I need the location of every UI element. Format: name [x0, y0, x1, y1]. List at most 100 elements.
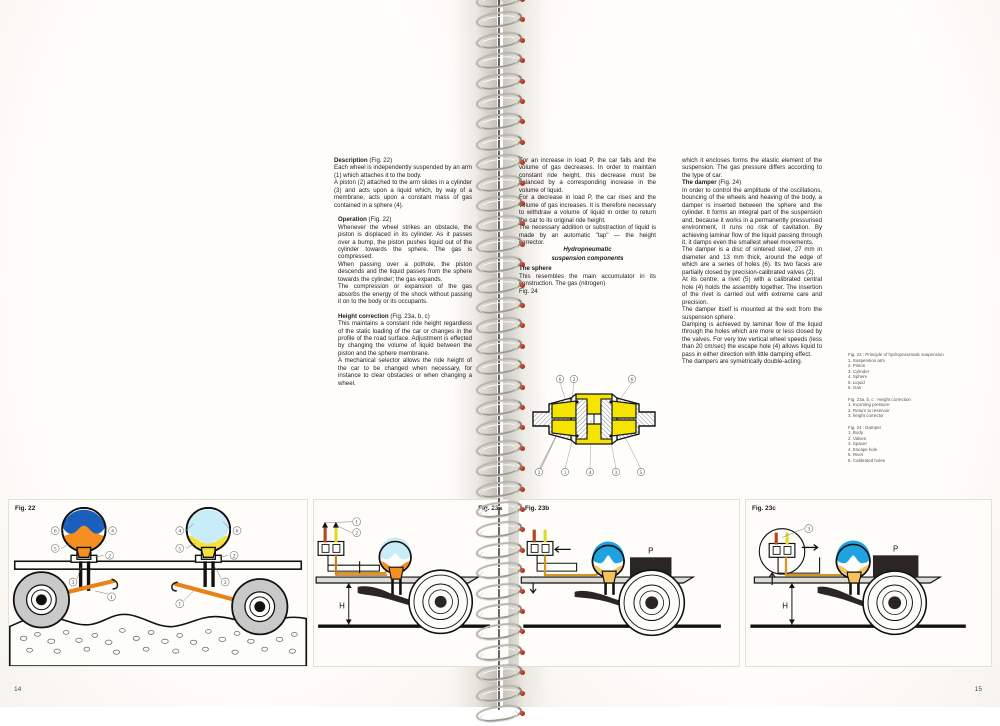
- binding-coil-ring: [474, 662, 530, 685]
- binding-coil-ring: [474, 172, 530, 196]
- callout-2b: 2: [538, 470, 541, 476]
- paragraph: At its centre, a rivet (5) with a calibr…: [682, 276, 822, 306]
- binding-coil-ring: [474, 9, 530, 32]
- callout-6: 6: [54, 529, 57, 535]
- heading-height-correction: Height correction (Fig. 23a, b, c): [338, 312, 430, 320]
- callout-2: 2: [573, 377, 576, 383]
- fig22-left-assembly: [12, 507, 119, 629]
- binding-coil-ring: [474, 193, 530, 216]
- paragraph: For an increase in load P, the car falls…: [519, 157, 656, 194]
- binding-coil-ring: [474, 621, 530, 644]
- heading-hydropneumatic: Hydropneumatic: [563, 246, 612, 254]
- page-number-right: 15: [974, 686, 982, 693]
- paragraph: In order to control the amplitude of the…: [682, 186, 822, 246]
- callout-4: 4: [111, 529, 114, 535]
- paragraph: The damper itself is mounted at the exit…: [682, 306, 822, 321]
- paragraph: Each wheel is independently suspended by…: [334, 164, 473, 179]
- legend-item: 6. Gas: [848, 385, 862, 390]
- paragraph: The necessary addition or substraction o…: [519, 224, 656, 246]
- paragraph: A piston (2) attached to the arm slides …: [334, 179, 472, 209]
- legend-title: Fig. 23a, b, c : Height correction: [848, 396, 911, 402]
- heading-description: Description (Fig. 22): [334, 157, 393, 164]
- height-marker-H: H: [782, 602, 788, 611]
- binding-coil-ring: [474, 376, 530, 400]
- callout-5: 5: [54, 546, 57, 552]
- figure-legend: Fig. 22 : Principle of hydropneumatic su…: [848, 352, 968, 469]
- paragraph: This maintains a constant ride height re…: [338, 320, 472, 357]
- paragraph: The damper is a disc of sintered steel, …: [682, 246, 822, 276]
- callout-3: 3: [615, 470, 618, 476]
- callout-5: 5: [640, 470, 643, 476]
- legend-item: 3. Spacer: [848, 441, 867, 446]
- fig24-label: Fig. 24: [519, 287, 538, 295]
- fig23c-title: Fig. 23c: [752, 505, 776, 512]
- fig22-right-assembly: [171, 507, 289, 636]
- binding-coil-ring: [474, 152, 530, 175]
- binding-coil-ring: [474, 356, 530, 379]
- binding-coil-ring: [474, 233, 530, 257]
- text-column-description: Description (Fig. 22) Each wheel is inde…: [334, 157, 472, 387]
- legend-item: 1. Suspension arm: [848, 357, 885, 363]
- paragraph: which it encloses forms the elastic elem…: [682, 157, 822, 179]
- binding-coil-ring: [474, 641, 530, 665]
- callout-2: 2: [108, 553, 111, 559]
- figure-23a-panel: Fig. 23a: [313, 499, 509, 667]
- callout-5b: 5: [178, 546, 181, 552]
- binding-coil-ring: [474, 397, 530, 420]
- callout-1: 1: [355, 520, 358, 526]
- binding-coil-ring: [474, 70, 530, 94]
- text-column-damper: which it encloses forms the elastic elem…: [682, 157, 822, 366]
- load-marker-P: P: [648, 546, 653, 555]
- fig23a-drawing: H 1 2: [315, 517, 491, 635]
- legend-group-fig22: Fig. 22 : Principle of hydropneumatic su…: [848, 352, 968, 391]
- callout-6b: 6: [631, 377, 634, 383]
- paragraph: The dampers are symetrically double-acti…: [682, 358, 803, 366]
- binding-coil-ring: [474, 315, 530, 338]
- callout-1b: 1: [178, 602, 181, 608]
- legend-group-fig24: Fig. 24 : Damper 1. Body 2. Valves 3. Sp…: [848, 425, 968, 464]
- fig23b-title: Fig. 23b: [525, 505, 550, 512]
- heading-operation: Operation (Fig. 22): [338, 216, 392, 224]
- legend-item: 6. Calibrated holes: [848, 457, 886, 463]
- callout-4b: 4: [178, 529, 181, 535]
- binding-coil-ring: [474, 682, 530, 706]
- spiral-binding: [474, 0, 530, 725]
- paragraph: This resembles the main accumulator in i…: [519, 272, 656, 288]
- fig22-drawing: 6 4 5 2 3 1 4 6 5 2 3 1: [9, 507, 307, 666]
- heading-suspension-components: suspension components: [551, 254, 624, 262]
- legend-item: 1. Body: [848, 430, 864, 435]
- callout-2b: 2: [233, 553, 236, 559]
- legend-item: 2. Valves: [848, 435, 866, 441]
- callout-1: 1: [564, 470, 567, 476]
- binding-coil-ring: [474, 417, 530, 440]
- binding-coil-ring: [474, 111, 530, 134]
- paragraph: The compression or expansion of the gas …: [338, 283, 472, 306]
- callout-4: 4: [589, 470, 592, 476]
- binding-coil-ring: [474, 29, 530, 53]
- binding-coil-ring: [474, 50, 530, 73]
- legend-item: 4. Escape hole: [848, 446, 878, 452]
- callout-3: 3: [807, 527, 810, 533]
- callout-2: 2: [355, 531, 358, 537]
- figure-23b-panel: Fig. 23b P: [518, 499, 740, 667]
- fig23c-drawing: P H 3: [750, 524, 966, 636]
- callout-6: 6: [559, 377, 562, 383]
- callout-3b: 3: [224, 580, 227, 586]
- binding-coil-ring: [474, 437, 530, 461]
- binding-coil-ring: [474, 335, 530, 359]
- figure-23c-panel: Fig. 23c: [745, 499, 992, 667]
- paragraph: Damping is achieved by laminar flow of t…: [682, 320, 822, 358]
- legend-title: Fig. 22 : Principle of hydropneumatic su…: [848, 352, 944, 357]
- binding-coil-ring: [474, 274, 530, 298]
- figure-22-panel: Fig. 22: [8, 499, 308, 667]
- load-marker-P: P: [893, 544, 898, 553]
- heading-the-damper: The damper (Fig. 24): [682, 179, 742, 187]
- binding-coil-ring: [474, 580, 530, 604]
- binding-coil-ring: [474, 295, 530, 318]
- paragraph: When passing over a pothole, the piston …: [338, 260, 472, 283]
- legend-title: Fig. 24 : Damper: [848, 424, 882, 430]
- binding-coil-ring: [474, 478, 530, 502]
- binding-coil-ring: [474, 254, 530, 277]
- binding-coil-ring: [474, 539, 530, 563]
